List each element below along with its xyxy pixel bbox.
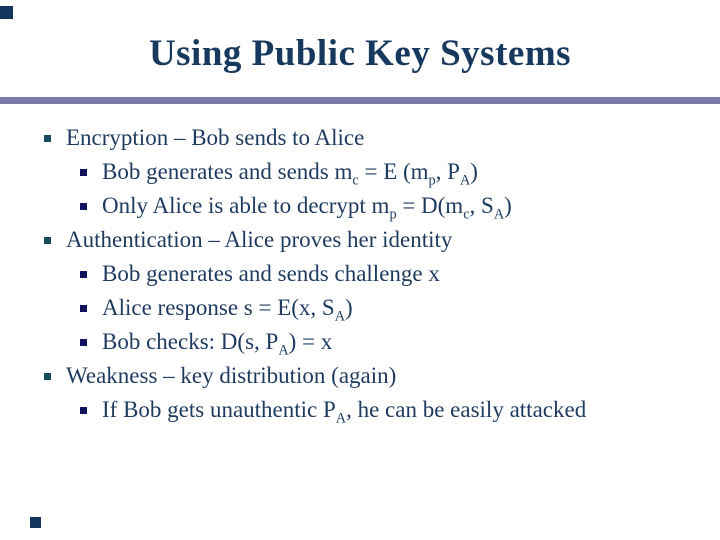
list-item-text: Only Alice is able to decrypt mp = D(mc,… xyxy=(102,193,512,223)
list-item-text: Weakness – key distribution (again) xyxy=(66,363,397,388)
list-item-text: Authentication – Alice proves her identi… xyxy=(66,227,453,252)
square-bullet-icon xyxy=(44,372,51,380)
list-item: Authentication – Alice proves her identi… xyxy=(44,223,704,257)
square-bullet-icon xyxy=(44,134,51,142)
list-item-text: If Bob gets unauthentic PA, he can be ea… xyxy=(102,397,587,427)
slide-title: Using Public Key Systems xyxy=(148,33,572,74)
list-item: Alice response s = E(x, SA) xyxy=(80,291,704,325)
list-item: Only Alice is able to decrypt mp = D(mc,… xyxy=(80,189,704,223)
square-bullet-icon xyxy=(80,202,87,210)
square-bullet-icon xyxy=(80,338,87,346)
list-item: Weakness – key distribution (again) xyxy=(44,359,704,393)
square-bullet-icon xyxy=(44,236,51,244)
title-underline-rule xyxy=(0,97,720,104)
square-bullet-icon xyxy=(80,304,87,312)
square-bullet-icon xyxy=(80,406,87,414)
list-item: If Bob gets unauthentic PA, he can be ea… xyxy=(80,393,704,427)
list-item-text: Bob generates and sends mc = E (mp, PA) xyxy=(102,159,478,189)
list-item-text: Bob checks: D(s, PA) = x xyxy=(102,329,333,359)
list-item-text: Bob generates and sends challenge x xyxy=(102,261,440,286)
list-item: Bob checks: D(s, PA) = x xyxy=(80,325,704,359)
list-item: Bob generates and sends mc = E (mp, PA) xyxy=(80,155,704,189)
list-item-text: Encryption – Bob sends to Alice xyxy=(66,125,365,150)
square-bullet-icon xyxy=(80,270,87,278)
list-item: Encryption – Bob sends to Alice xyxy=(44,121,704,155)
list-item: Bob generates and sends challenge x xyxy=(80,257,704,291)
square-bullet-icon xyxy=(80,168,87,176)
list-item-text: Alice response s = E(x, SA) xyxy=(102,295,353,325)
corner-square-icon xyxy=(0,6,13,19)
corner-square-icon xyxy=(30,517,41,528)
